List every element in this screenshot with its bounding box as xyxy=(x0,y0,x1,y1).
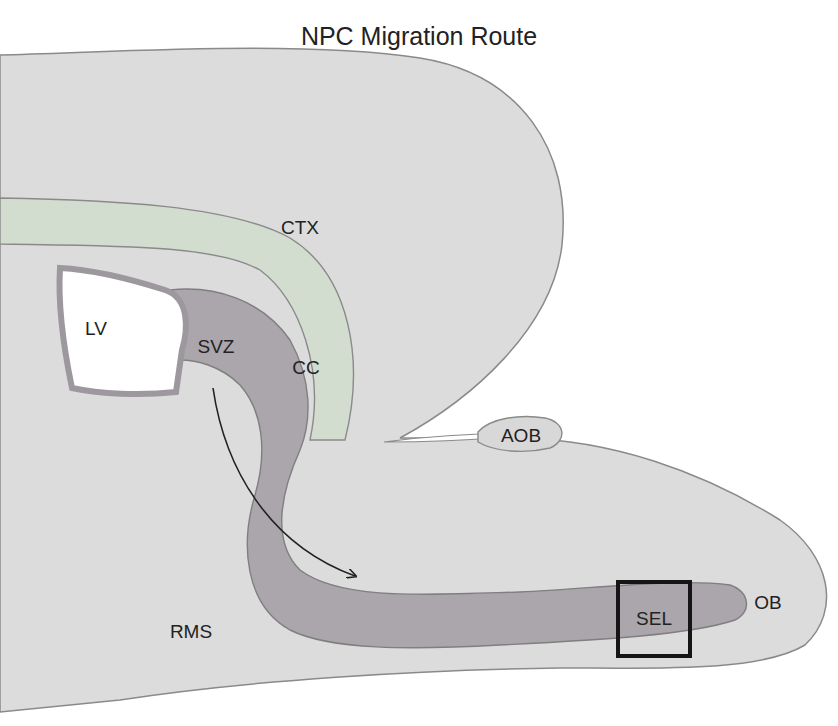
sel-box: SEL xyxy=(616,580,692,658)
node-text: SEL xyxy=(636,608,672,630)
svz-rms-stream xyxy=(170,289,746,648)
region-label: LV xyxy=(85,318,107,340)
brain-outline xyxy=(0,48,827,712)
diagram-title: NPC Migration Route xyxy=(0,22,838,51)
lateral-ventricle xyxy=(60,268,186,394)
region-label: CC xyxy=(292,357,319,379)
region-label: SVZ xyxy=(198,336,235,358)
region-label: CTX xyxy=(281,217,319,239)
aob-region xyxy=(478,417,562,452)
migration-arrow xyxy=(213,388,355,576)
region-label: RMS xyxy=(170,621,212,643)
region-label: OB xyxy=(754,592,781,614)
region-label: AOB xyxy=(501,425,541,447)
